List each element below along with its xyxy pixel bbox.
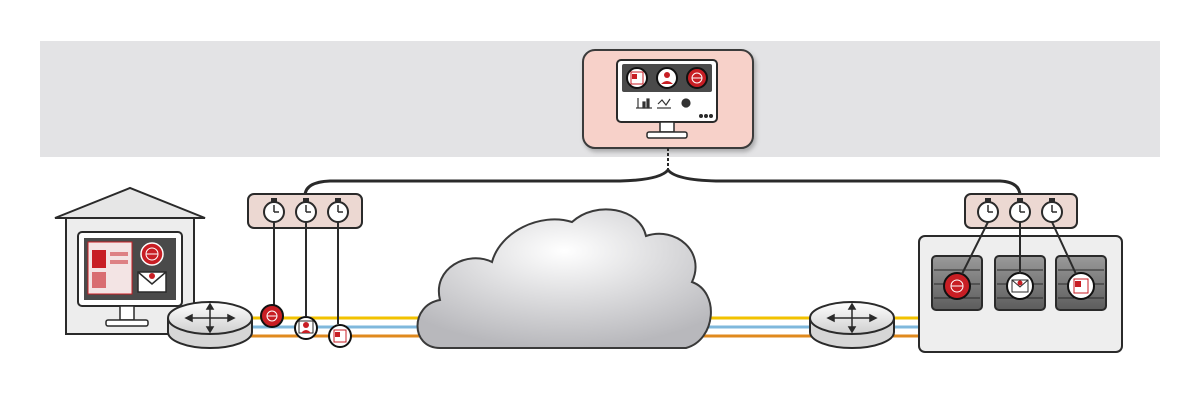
person-icon [294, 316, 318, 340]
globe-icon [260, 304, 284, 328]
console-globe-icon [686, 67, 708, 89]
stopwatch-set-right [977, 198, 1063, 223]
bar-chart-icon [636, 98, 652, 109]
left-router[interactable] [167, 301, 253, 349]
right-probe[interactable] [961, 193, 1078, 275]
email-icon [137, 271, 167, 293]
console-document-icon [626, 67, 648, 89]
line-chart-icon [657, 98, 671, 109]
globe-icon [140, 242, 164, 266]
browser-window-icon [87, 241, 133, 295]
left-probe[interactable] [247, 193, 363, 348]
document-icon [328, 324, 352, 348]
console-person-icon [656, 67, 678, 89]
cloud-icon [416, 208, 712, 349]
console-chart-icons [636, 98, 691, 109]
router-icon [809, 301, 895, 349]
stopwatch-set-left [263, 198, 349, 223]
stopwatch-icon [1041, 198, 1063, 223]
globe-icon [943, 272, 971, 300]
router-icon [167, 301, 253, 349]
internet-cloud[interactable] [416, 208, 712, 349]
server-email[interactable] [994, 255, 1046, 311]
server-files[interactable] [1055, 255, 1107, 311]
pie-chart-icon [681, 98, 691, 108]
stopwatch-icon [327, 198, 349, 223]
left-probe-taps [273, 222, 339, 324]
document-icon [1067, 272, 1095, 300]
server-web[interactable] [931, 255, 983, 311]
right-router[interactable] [809, 301, 895, 349]
email-icon [1006, 272, 1034, 300]
brace-right [666, 168, 1022, 197]
brace-left [303, 168, 670, 197]
right-probe-taps [961, 221, 1077, 275]
